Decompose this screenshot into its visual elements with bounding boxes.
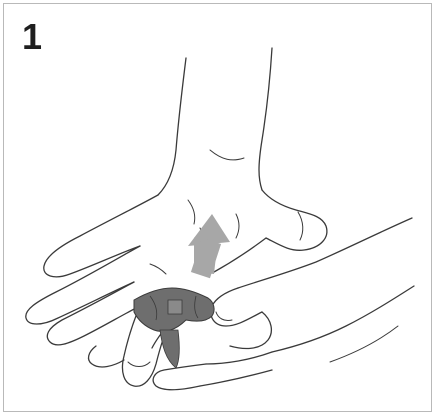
finger-device-icon xyxy=(134,288,214,368)
